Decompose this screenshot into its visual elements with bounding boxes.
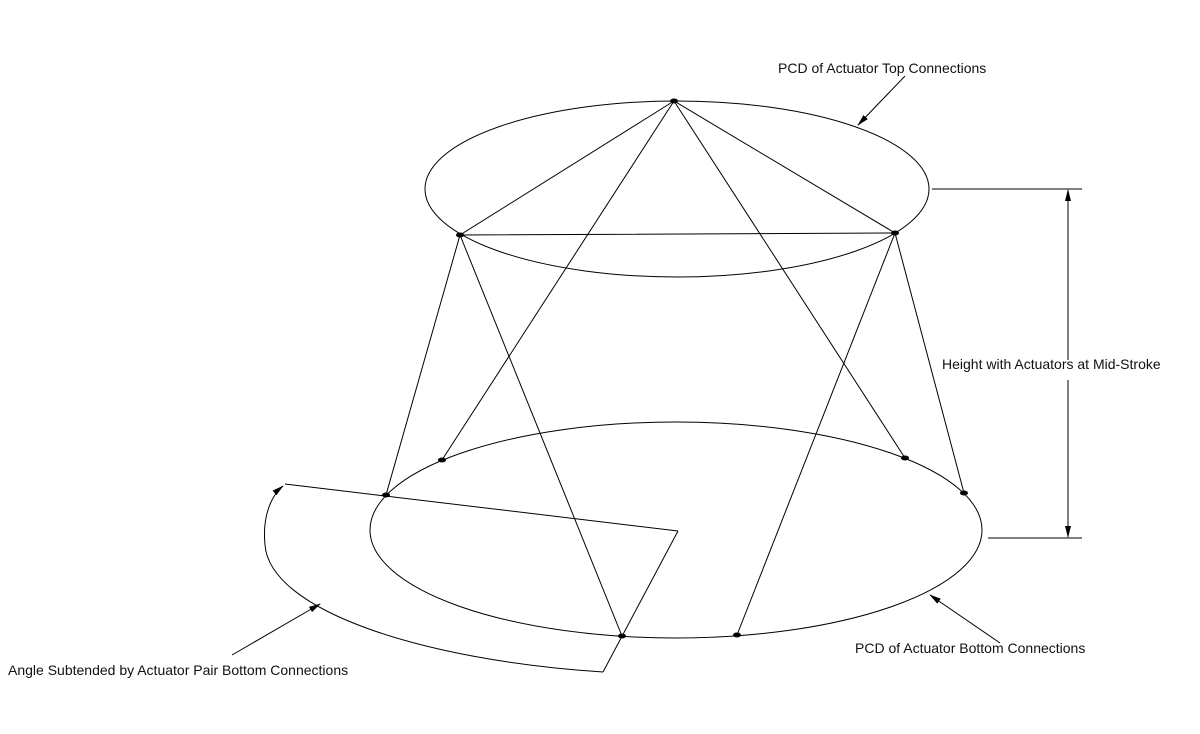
- top-pcd-leader: [857, 75, 906, 126]
- angle-dimension: [263, 483, 679, 673]
- top-pcd-label: PCD of Actuator Top Connections: [778, 60, 987, 76]
- angle-leader: [231, 603, 321, 656]
- connection-points: [382, 98, 968, 639]
- bottom-pcd-ellipse: [369, 421, 983, 639]
- top-pcd-ellipse: [424, 100, 930, 278]
- height-dimension: [932, 188, 1082, 539]
- actuator-legs: [385, 100, 965, 637]
- height-label: Height with Actuators at Mid-Stroke: [942, 356, 1161, 372]
- bottom-pcd-label: PCD of Actuator Bottom Connections: [855, 640, 1086, 656]
- angle-label: Angle Subtended by Actuator Pair Bottom …: [8, 662, 349, 678]
- bottom-pcd-leader: [929, 594, 1001, 644]
- top-triangle: [458, 100, 897, 236]
